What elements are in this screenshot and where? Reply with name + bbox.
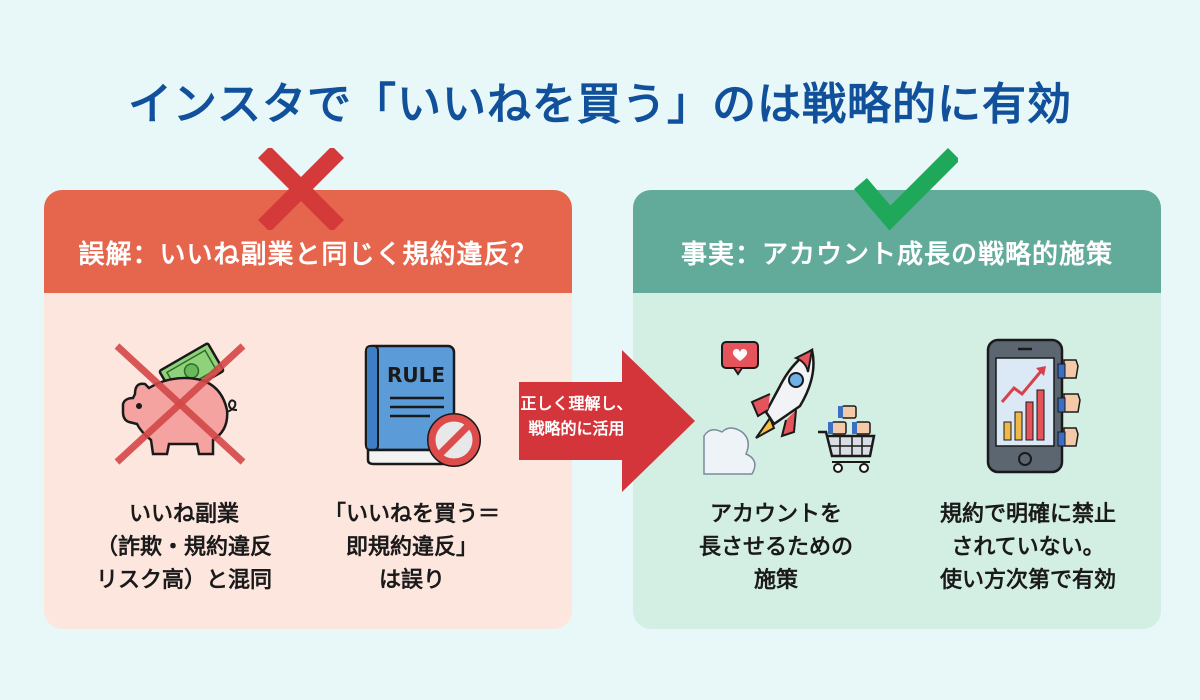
fact-item-growth-strategy: アカウントを 長させるための 施策	[698, 502, 853, 593]
check-mark-icon	[854, 148, 958, 231]
x-mark-icon	[258, 148, 344, 230]
arrow-right-icon	[519, 350, 695, 492]
smartphone-growth-chart-icon	[986, 338, 1081, 474]
rule-book-prohibited-icon: RULE	[364, 344, 481, 467]
crossed-piggy-bank-icon	[114, 342, 246, 465]
misconception-item-rule-violation: 「いいねを買う＝ 即規約違反」 は誤り	[323, 502, 500, 593]
fact-header: 事実：アカウント成長の戦略的施策	[633, 190, 1161, 293]
arrow-label: 正しく理解し、 戦略的に活用	[520, 394, 633, 438]
misconception-item-side-job: いいね副業 （詐欺・規約違反 リスク高）と混同	[95, 502, 272, 593]
svg-text:RULE: RULE	[387, 363, 445, 387]
fact-item-not-prohibited: 規約で明確に禁止 されていない。 使い方次第で有効	[939, 502, 1116, 593]
rocket-cart-likes-icon	[703, 341, 876, 475]
page-title: インスタで「いいねを買う」のは戦略的に有効	[127, 79, 1073, 130]
